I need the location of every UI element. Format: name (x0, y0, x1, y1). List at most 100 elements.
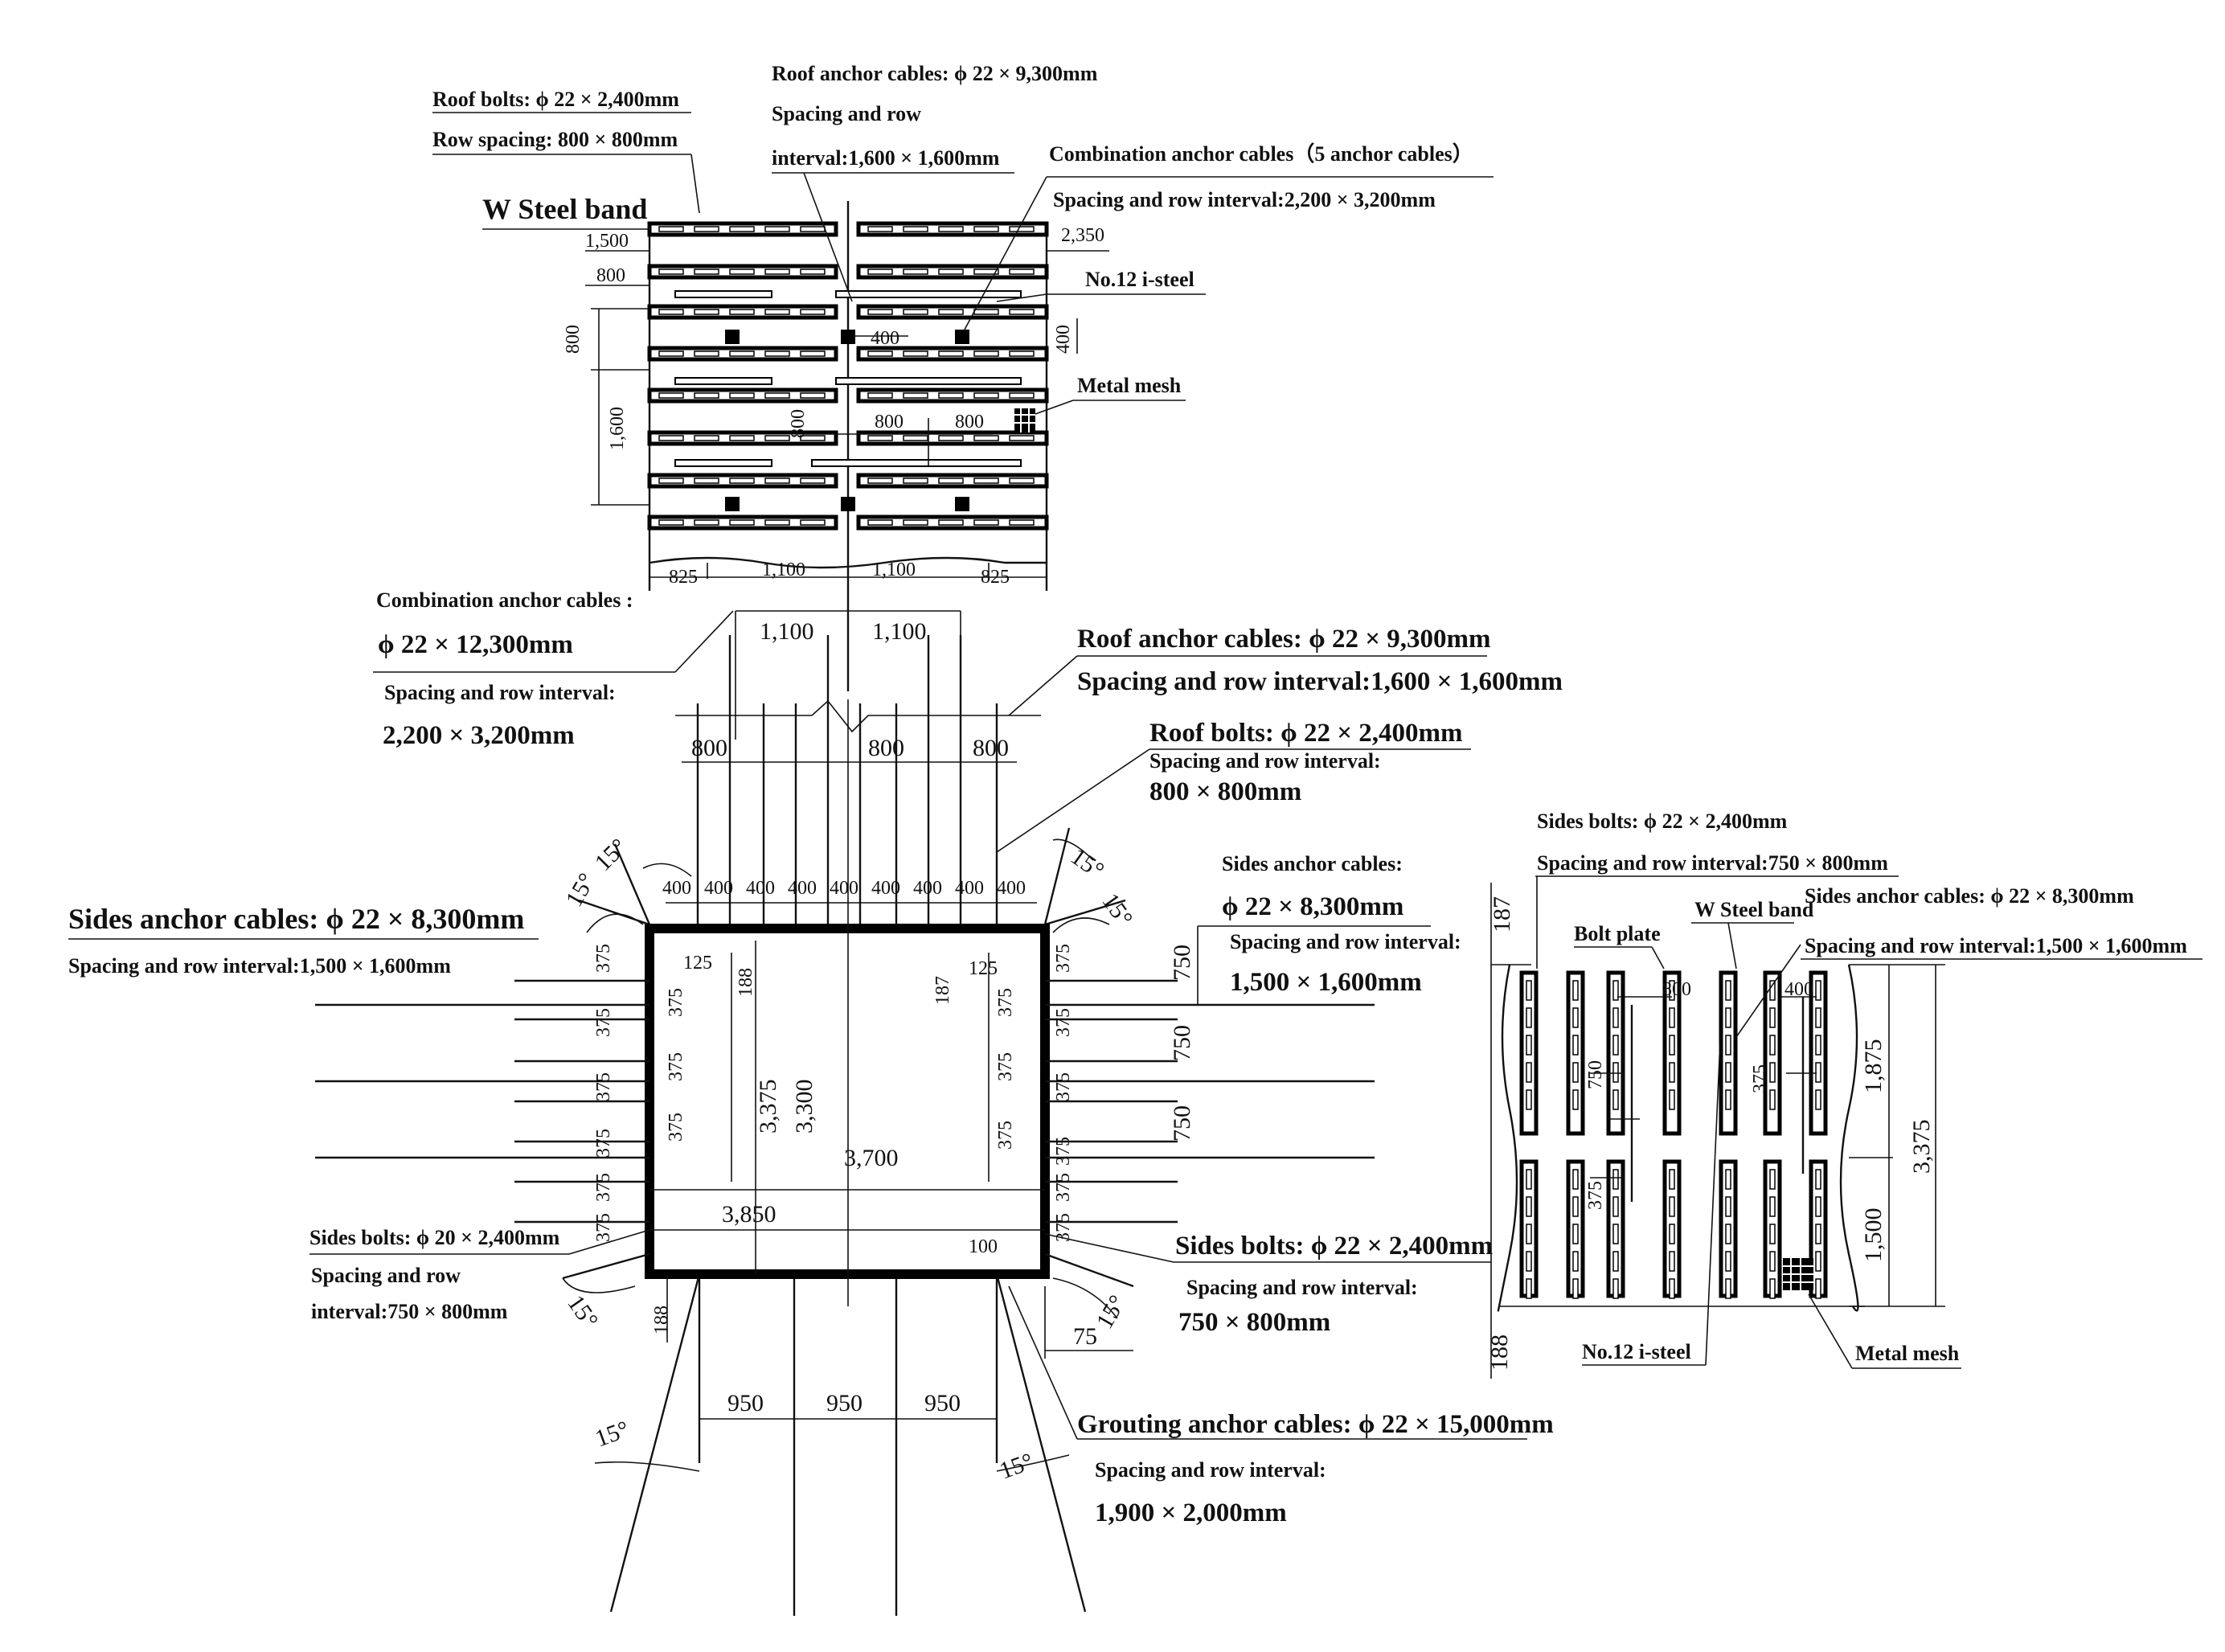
band-slot (800, 269, 826, 275)
sides-bolts-left-label: Sides bolts: ϕ 20 × 2,400mm (309, 1226, 560, 1249)
side-band-slot (1612, 1224, 1619, 1244)
side-view-bolts-spacing: Spacing and row interval:750 × 800mm (1537, 851, 1888, 875)
band-slot (658, 392, 684, 399)
roof-bolt-lines (578, 635, 1126, 926)
combination-anchor-label: Combination anchor cables : (376, 588, 633, 612)
side-band-slot (1769, 980, 1776, 1001)
dim-400-label: 400 (788, 878, 817, 899)
dim-750-label: 750 (1169, 1105, 1195, 1142)
side-metal-mesh-label: Metal mesh (1855, 1342, 1960, 1365)
combination-spacing-label: Spacing and row interval:2,200 × 3,200mm (1053, 188, 1436, 211)
dim-400-label: 400 (913, 878, 942, 899)
side-band-slot (1725, 1278, 1731, 1299)
side-band-slot (1526, 1169, 1532, 1190)
side-band-slot (1612, 1196, 1619, 1217)
anchor-square (841, 330, 855, 344)
w-steel-band-label: W Steel band (482, 193, 647, 225)
dim-950-b: 950 (826, 1390, 863, 1416)
band-slot (764, 392, 790, 399)
band-slot (973, 350, 999, 357)
side-band-slot (1769, 1251, 1776, 1272)
band-slot (694, 269, 719, 275)
row-spacing-label: Row spacing: 800 × 800mm (432, 128, 678, 151)
side-band-slot (1612, 1169, 1619, 1190)
band-slot (1009, 269, 1035, 275)
side-band-slot (1725, 1196, 1731, 1217)
band-slot (867, 435, 893, 441)
dim-375-label: 375 (593, 1072, 614, 1101)
side-band-slot (1815, 1278, 1821, 1299)
roof-bolts-section-label: Roof bolts: ϕ 22 × 2,400mm (1149, 719, 1463, 748)
band-slot (658, 350, 684, 357)
i-steel-bar (674, 459, 772, 467)
side-band-slot (1725, 1251, 1731, 1272)
i-steel-bar (835, 377, 1022, 385)
band-slot (1009, 435, 1035, 441)
side-bolt-angled (1044, 1252, 1134, 1288)
grouting-value: 1,900 × 2,000mm (1095, 1498, 1287, 1527)
dim-375-label: 375 (593, 1129, 614, 1158)
side-band-slot (1572, 1251, 1579, 1272)
dim-800-b: 800 (868, 735, 904, 761)
dim-375-label: 375 (1053, 1173, 1074, 1202)
band-slot (729, 309, 755, 315)
dim-400-label: 400 (871, 878, 900, 899)
sides-bolts-left-spacing2: interval:750 × 800mm (311, 1300, 508, 1323)
dim-375-label: 375 (1053, 1137, 1074, 1166)
band-slot (903, 309, 928, 315)
side-band-slot (1725, 1224, 1731, 1244)
side-band-slot (1815, 1089, 1821, 1110)
dim-400: 400 (871, 328, 899, 349)
side-band-slot (1669, 1278, 1675, 1299)
dim-375-label: 375 (593, 1213, 614, 1242)
side-band-slot (1669, 1089, 1675, 1110)
side-band-slot (1669, 1224, 1675, 1244)
dim-375-label: 375 (1053, 1213, 1074, 1242)
side-band-slot (1572, 1169, 1579, 1190)
side-i-steel-label: No.12 i-steel (1582, 1340, 1691, 1363)
side-band-slot (1526, 1007, 1532, 1028)
dim-100: 100 (969, 1236, 998, 1257)
side-band-slot (1669, 1169, 1675, 1190)
sides-bolts-right-label: Sides bolts: ϕ 22 × 2,400mm (1175, 1232, 1493, 1261)
side-band-slot (1612, 1062, 1619, 1083)
band-slot (764, 226, 790, 232)
i-steel-bar (674, 377, 772, 385)
band-slot (903, 519, 928, 526)
side-band-slot (1815, 1035, 1821, 1056)
dim-375-label: 375 (995, 1052, 1016, 1081)
interval-label: interval:1,600 × 1,600mm (772, 146, 1000, 170)
band-slot (903, 478, 928, 484)
sides-anchor-right-size: ϕ 22 × 8,300mm (1222, 892, 1403, 921)
band-slot (938, 309, 964, 315)
side-bolt-angled (562, 1252, 650, 1280)
dim-400-vert: 400 (1053, 325, 1074, 354)
side-bolt-lines (315, 979, 1375, 1288)
side-band-slot (1572, 1196, 1579, 1217)
dim-1100-a: 1,100 (762, 560, 805, 580)
band-slot (764, 519, 790, 526)
anchor-square (955, 497, 969, 511)
band-slot (729, 519, 755, 526)
dim-1500: 1,500 (585, 231, 629, 252)
metal-mesh-icon (1014, 408, 1035, 432)
side-view-anchor-label: Sides anchor cables: ϕ 22 × 8,300mm (1805, 884, 2134, 908)
band-slot (800, 226, 826, 232)
plan-w-steel-bands (647, 221, 1049, 531)
dim-375-label: 375 (995, 1121, 1016, 1150)
angle-15-fl: 15° (592, 1416, 633, 1452)
side-band-slot (1526, 1196, 1532, 1217)
side-band-slot (1725, 1062, 1731, 1083)
band-slot (973, 392, 999, 399)
side-band-slot (1769, 1007, 1776, 1028)
band-slot (764, 269, 790, 275)
side-band-slot (1572, 1062, 1579, 1083)
side-band-slot (1612, 1278, 1619, 1299)
band-slot (729, 478, 755, 484)
dim-375-label: 375 (666, 988, 686, 1017)
dim-3850: 3,850 (722, 1201, 776, 1228)
i-steel-bar (835, 290, 1022, 298)
dim-3700: 3,700 (844, 1145, 899, 1171)
